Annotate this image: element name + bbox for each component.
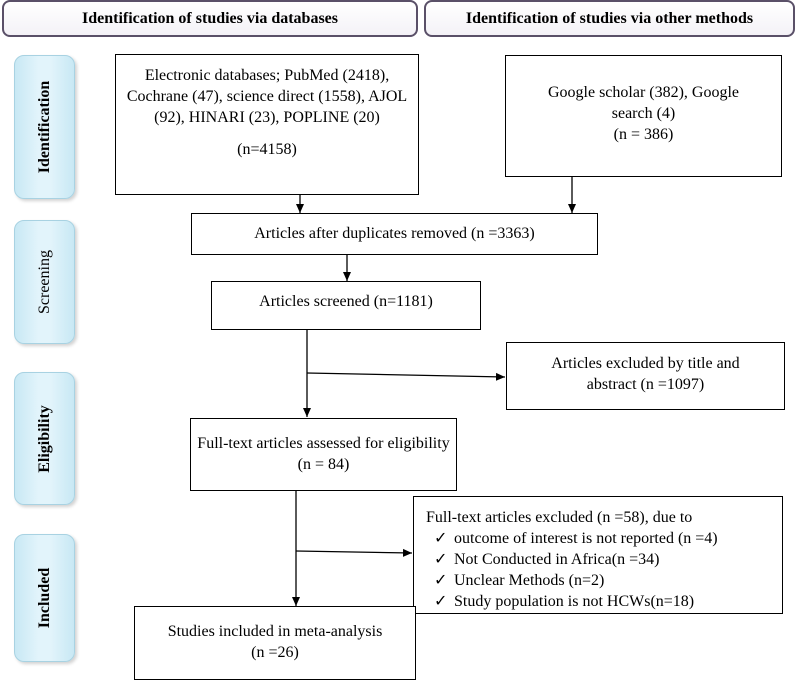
- phase-eligibility: Eligibility: [14, 372, 75, 505]
- excluded-title-line2: abstract (n =1097): [586, 376, 705, 393]
- header-other-methods: Identification of studies via other meth…: [424, 0, 795, 37]
- check-icon: ✓: [434, 572, 448, 589]
- exclusion-reason: ✓Study population is not HCWs(n=18): [434, 593, 695, 610]
- fulltext-line2: (n = 84): [297, 456, 350, 473]
- fulltext-box: Full-text articles assessed for eligibil…: [190, 418, 457, 491]
- excluded-title-line1: Articles excluded by title and: [551, 355, 740, 372]
- header-databases: Identification of studies via databases: [2, 0, 418, 37]
- databases-box: Electronic databases; PubMed (2418), Coc…: [115, 54, 419, 195]
- databases-line3: (92), HINARI (23), POPLINE (20): [154, 109, 380, 126]
- databases-count: (n=4158): [237, 141, 297, 158]
- exclusion-reasons-list: ✓outcome of interest is not reported (n …: [426, 528, 782, 612]
- arrow-to-excluded-fulltext: [295, 548, 413, 557]
- screened-box: Articles screened (n=1181): [211, 281, 481, 330]
- header-other-methods-label: Identification of studies via other meth…: [465, 9, 754, 27]
- exclusion-reason: ✓Not Conducted in Africa(n =34): [434, 551, 660, 568]
- duplicates-box: Articles after duplicates removed (n =33…: [191, 213, 598, 255]
- excluded-fulltext-box: Full-text articles excluded (n =58), due…: [413, 496, 783, 614]
- screened-label: Articles screened (n=1181): [259, 293, 433, 310]
- check-icon: ✓: [434, 593, 448, 610]
- phase-identification: Identification: [14, 55, 75, 199]
- duplicates-label: Articles after duplicates removed (n =33…: [254, 225, 535, 242]
- excluded-fulltext-title: Full-text articles excluded (n =58), due…: [426, 509, 693, 526]
- other-count: (n = 386): [613, 126, 674, 143]
- exclusion-reason: ✓Unclear Methods (n=2): [434, 572, 605, 589]
- header-databases-label: Identification of studies via databases: [81, 9, 339, 27]
- other-methods-box: Google scholar (382), Google search (4) …: [505, 55, 782, 177]
- check-icon: ✓: [434, 530, 448, 547]
- databases-line1: Electronic databases; PubMed (2418),: [144, 67, 390, 84]
- included-box: Studies included in meta-analysis (n =26…: [134, 606, 416, 680]
- other-line2: search (4): [611, 105, 676, 122]
- phase-included: Included: [14, 534, 75, 662]
- fulltext-line1: Full-text articles assessed for eligibil…: [197, 435, 450, 452]
- included-line1: Studies included in meta-analysis: [167, 623, 383, 640]
- phase-screening: Screening: [14, 220, 75, 344]
- databases-line2: Cochrane (47), science direct (1558), AJ…: [126, 88, 408, 105]
- included-line2: (n =26): [251, 644, 299, 661]
- arrow-to-excluded-title: [306, 372, 506, 381]
- excluded-title-box: Articles excluded by title and abstract …: [506, 342, 785, 410]
- check-icon: ✓: [434, 551, 448, 568]
- other-line1: Google scholar (382), Google: [547, 84, 740, 101]
- exclusion-reason: ✓outcome of interest is not reported (n …: [434, 530, 718, 547]
